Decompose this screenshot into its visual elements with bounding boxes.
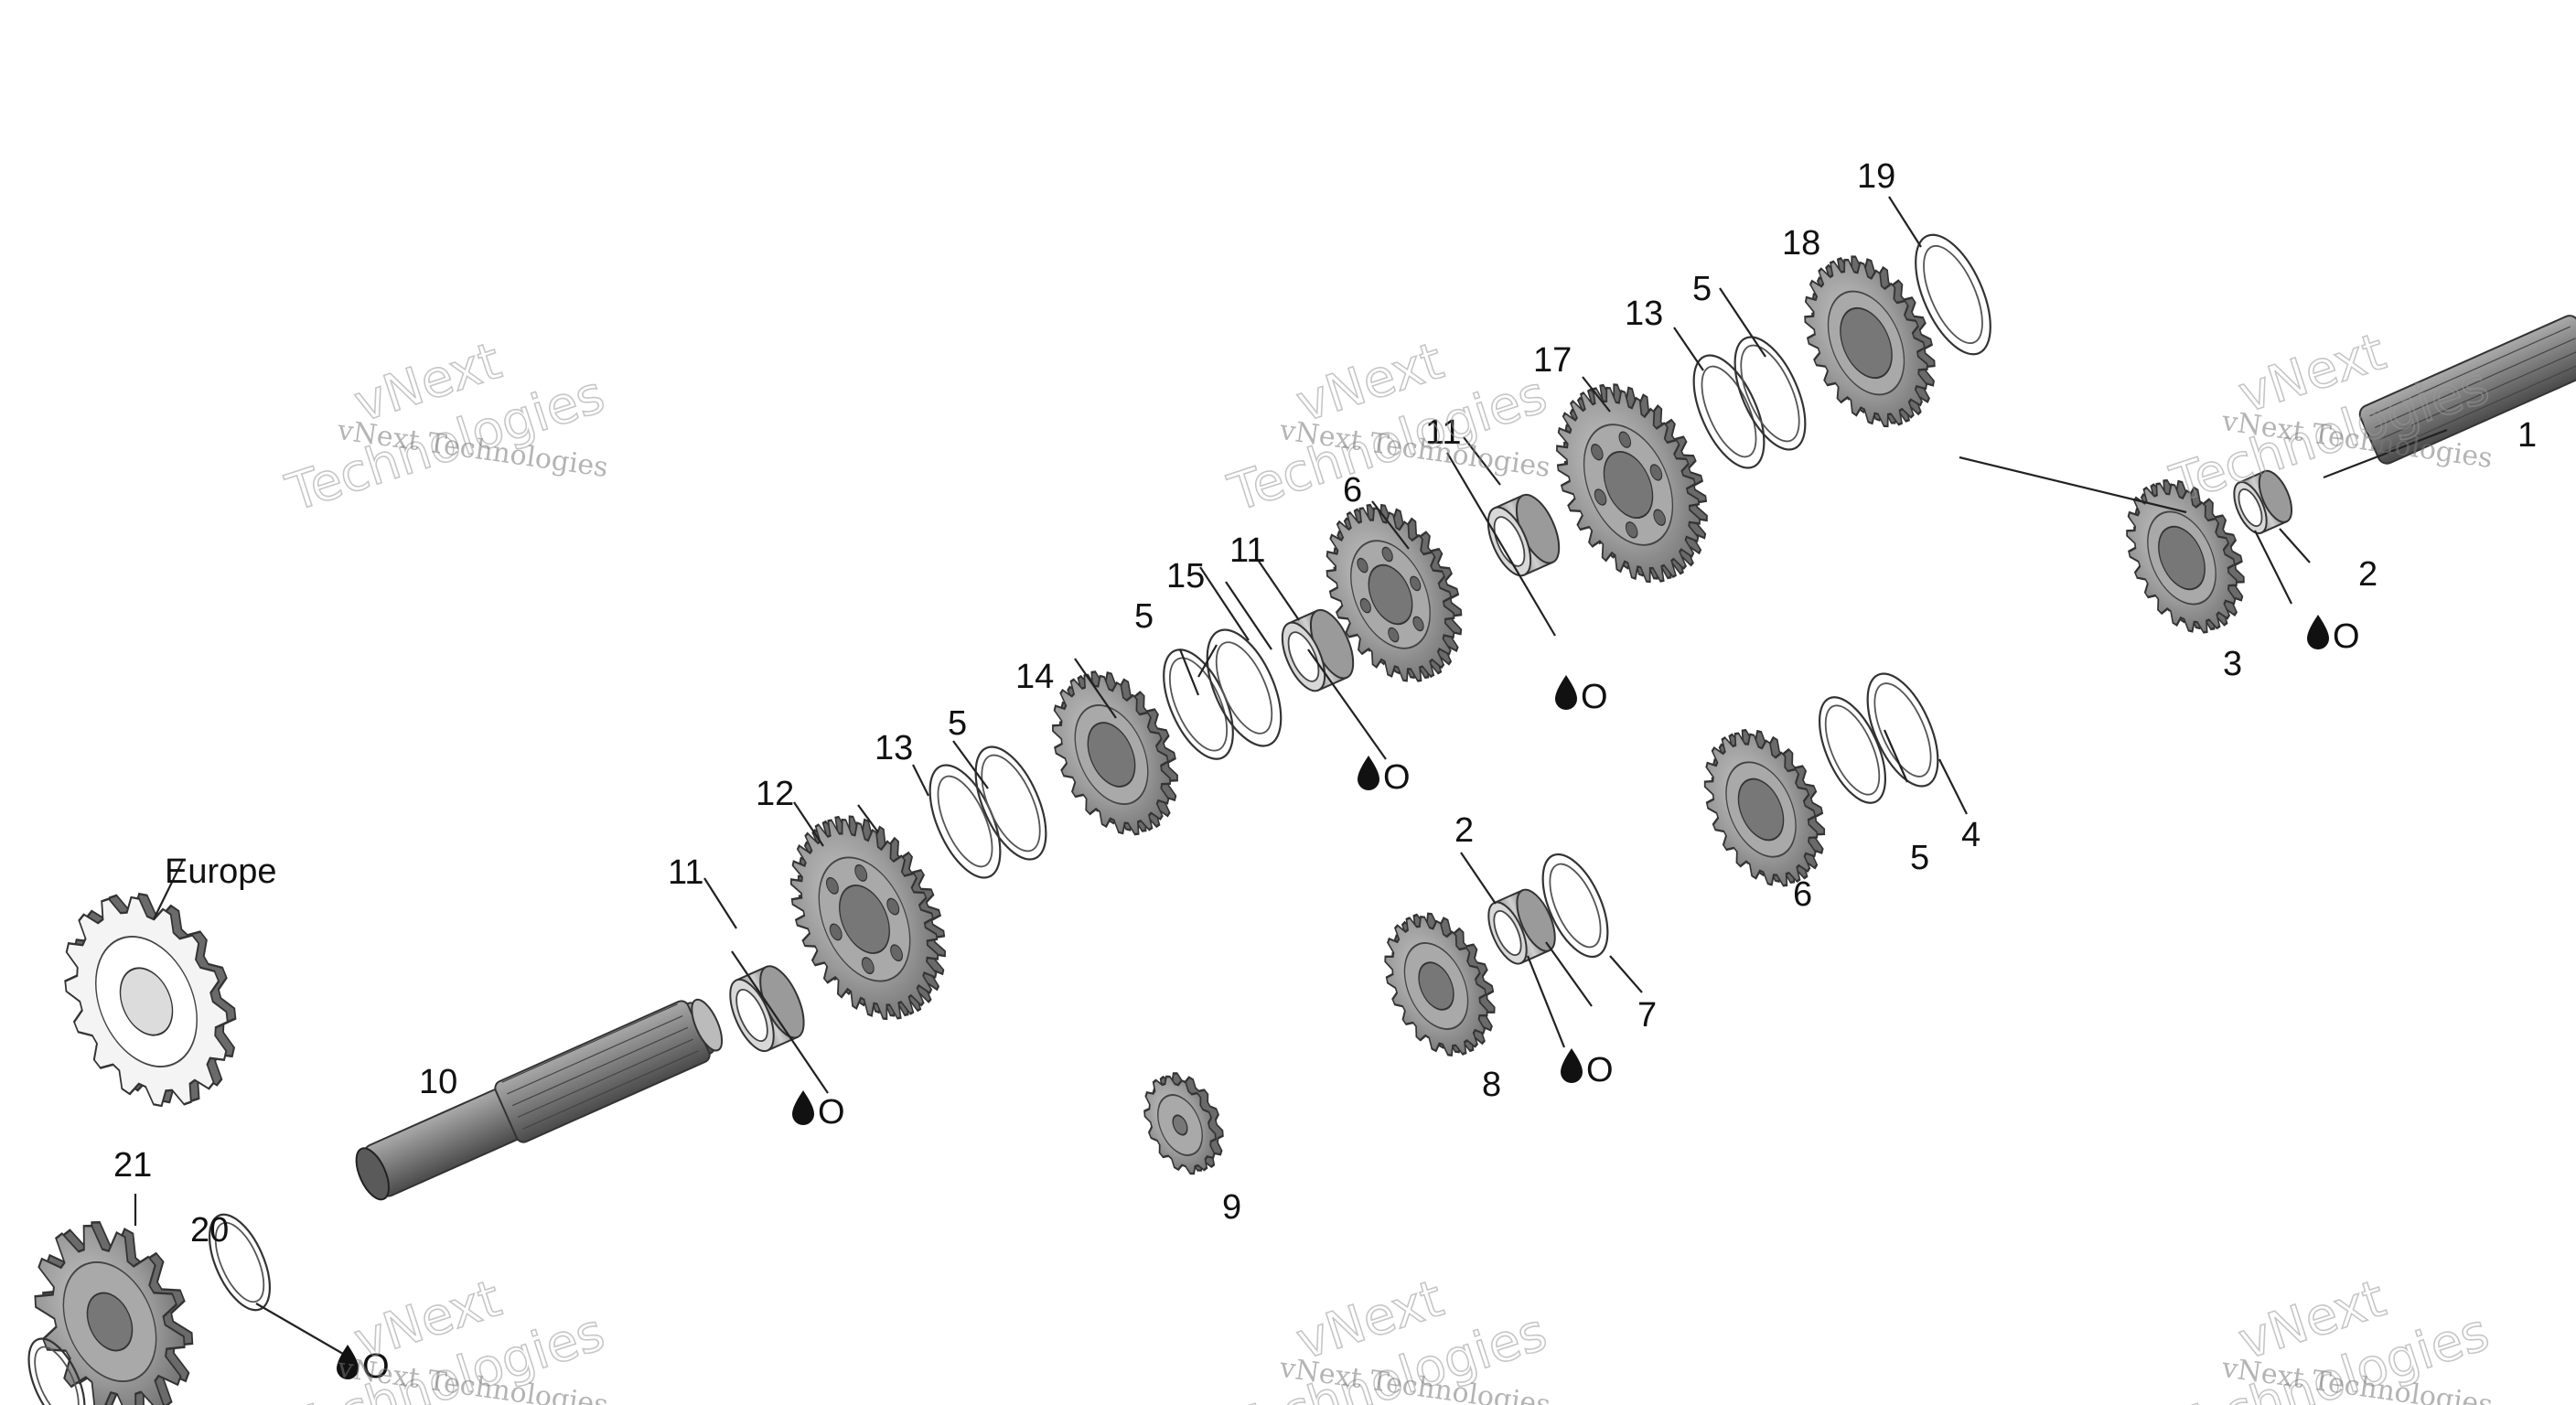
sprocket-europe [64,892,237,1108]
ring-partial [27,1337,86,1405]
oil-drop-icon [1555,675,1577,710]
ring-5 [1733,336,1807,451]
callout-5: 5 [948,704,967,743]
leader-lines [134,196,2448,1355]
callout-9: 9 [1222,1188,1241,1227]
oil-mark: O [1561,1048,1614,1089]
ring-20 [208,1213,272,1312]
ring-13 [928,764,1002,879]
callout-7: 7 [1637,996,1657,1035]
oil-drop-icon [2307,615,2329,649]
watermark: vNext Technologies vNext Technologies [2163,1268,2496,1405]
callout-13: 13 [1625,295,1663,333]
ring-4 [1866,672,1939,788]
gear-6 [1326,503,1463,682]
oil-mark: O [1555,675,1608,716]
callout-5: 5 [1134,597,1154,636]
bushing-11 [729,965,805,1053]
svg-text:O: O [362,1347,390,1386]
gear-14 [1052,670,1178,836]
watermark: vNext Technologies vNext Technologies [1220,330,1554,524]
callout-3: 3 [2223,645,2242,683]
callout-6: 6 [1343,471,1362,509]
watermark: vNext Technologies vNext Technologies [1220,1268,1554,1405]
shaft-10 [355,998,724,1201]
gear-18 [1804,255,1936,428]
callout-14: 14 [1015,658,1054,696]
svg-text:O: O [818,1093,845,1132]
oil-mark: O [1358,756,1411,797]
ring-15 [1206,628,1283,747]
ring-5 [974,745,1047,861]
callout-8: 8 [1482,1066,1501,1104]
callout-19: 19 [1857,157,1895,196]
callout-2: 2 [1454,811,1474,850]
bushing-2 [1487,888,1556,965]
oil-drop-icon [1561,1048,1583,1083]
callout-17: 17 [1533,341,1572,380]
callout-18: 18 [1782,224,1820,263]
gear-12 [789,815,946,1021]
svg-text:O: O [2333,617,2360,656]
gear-17 [1556,383,1708,584]
callout-10: 10 [419,1063,457,1101]
svg-text:O: O [1586,1051,1614,1089]
callout-15: 15 [1166,557,1205,595]
lubrication-marks: O O O O O O [337,615,2360,1386]
oil-mark: O [337,1345,390,1386]
sprocket-21 [34,1221,194,1405]
callout-11: 11 [668,853,703,892]
gear-8 [1384,912,1496,1056]
svg-text:O: O [1581,678,1608,716]
ring-19 [1915,233,1991,356]
callout-11: 11 [1425,413,1461,452]
callouts: 19 18 13 5 17 11 6 11 15 5 14 5 13 12 11… [113,157,2537,1249]
ring-5 [1818,696,1887,804]
callout-11: 11 [1229,531,1265,570]
bushing-2 [2233,469,2293,534]
watermark: vNext Technologies vNext Technologies [2163,321,2496,515]
bushing-11 [1281,608,1355,692]
callout-5: 5 [1910,839,1929,877]
parts-layer [27,233,2293,1405]
bushing-11 [1487,493,1561,577]
ring-13 [1692,354,1766,469]
oil-drop-icon [1358,756,1379,790]
callout-1: 1 [2517,416,2537,455]
ring-7 [1541,853,1609,959]
shaft-1 [2358,315,2576,465]
callout-5: 5 [1692,270,1712,308]
oil-drop-icon [792,1090,814,1125]
callout-21: 21 [113,1146,152,1185]
callout-13: 13 [875,729,913,767]
callout-20: 20 [190,1211,229,1249]
gear-3 [2126,478,2245,634]
gear-6 [1703,728,1826,887]
callout-4: 4 [1961,816,1980,854]
callout-12: 12 [756,775,794,813]
watermark: vNext Technologies vNext Technologies [278,1268,612,1405]
oil-mark: O [792,1090,845,1132]
watermark: vNext Technologies vNext Technologies [278,330,612,524]
region-label-europe: Europe [165,853,277,891]
svg-text:O: O [1383,758,1411,797]
oil-mark: O [2307,615,2360,656]
callout-6: 6 [1793,875,1812,914]
callout-2: 2 [2358,555,2377,594]
oil-drop-icon [337,1345,359,1379]
gear-9 [1143,1072,1224,1175]
